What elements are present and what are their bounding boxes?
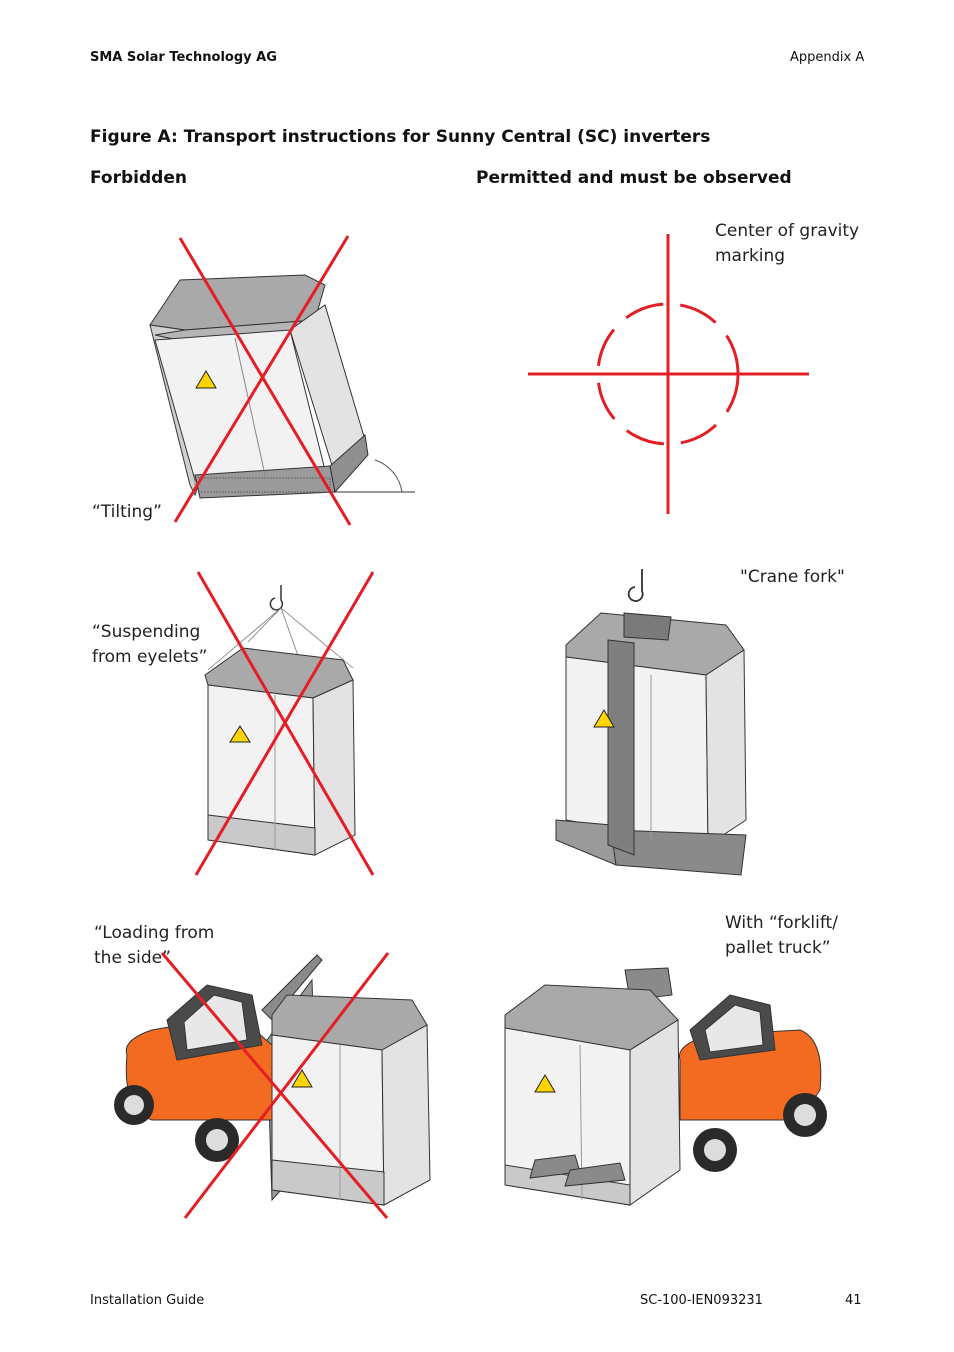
illustration-suspending [194, 571, 375, 876]
caption-line: marking [715, 246, 786, 266]
column-heading-permitted: Permitted and must be observed [476, 168, 792, 188]
illustration-tilting [149, 235, 415, 526]
crane-hook-icon [627, 569, 644, 602]
forbidden-cross-icon [194, 571, 375, 876]
crane-hook-icon [269, 585, 284, 611]
caption-suspending: “Suspending from eyelets” [92, 620, 207, 670]
warning-triangle-icon [195, 370, 217, 389]
caption-line: pallet truck” [725, 938, 831, 958]
illustration-forklift [504, 967, 827, 1206]
warning-triangle-icon [593, 709, 615, 728]
center-of-gravity-icon [528, 234, 809, 514]
page-number: 41 [845, 1293, 862, 1308]
forklift-wheel [114, 1085, 239, 1162]
column-heading-forbidden: Forbidden [90, 168, 187, 188]
footer-doc-type: Installation Guide [90, 1293, 205, 1308]
figure-title: Figure A: Transport instructions for Sun… [90, 127, 711, 147]
warning-triangle-icon [229, 725, 251, 743]
caption-line: “Loading from [94, 923, 215, 943]
caption-line: Center of gravity [715, 221, 860, 241]
caption-line: With “forklift/ [725, 913, 838, 933]
header-company: SMA Solar Technology AG [90, 50, 277, 65]
caption-center-of-gravity: Center of gravity marking [715, 219, 859, 269]
caption-tilting: “Tilting” [92, 502, 162, 522]
forklift-wheel [693, 1093, 827, 1172]
forbidden-cross-icon [160, 952, 390, 1219]
caption-line: the side” [94, 948, 171, 968]
header-section: Appendix A [790, 50, 865, 65]
warning-triangle-icon [291, 1069, 313, 1088]
footer-doc-id: SC-100-IEN093231 [640, 1293, 763, 1308]
caption-forklift: With “forklift/ pallet truck” [725, 911, 838, 961]
forbidden-cross-icon [173, 235, 352, 526]
caption-crane-fork: "Crane fork" [740, 567, 845, 587]
illustration-loading-side [114, 952, 431, 1219]
caption-line: “Suspending [92, 622, 201, 642]
caption-line: from eyelets” [92, 647, 208, 667]
caption-loading-side: “Loading from the side” [94, 921, 214, 971]
warning-triangle-icon [534, 1074, 556, 1093]
illustration-crane-fork [555, 569, 747, 876]
